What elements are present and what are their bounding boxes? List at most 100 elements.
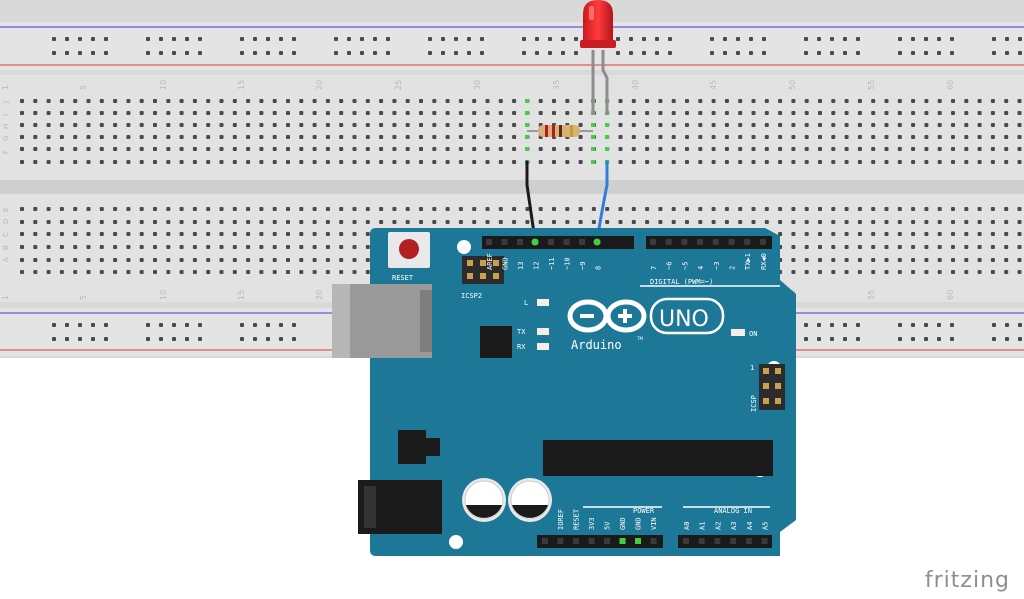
breadboard-hole [445, 147, 450, 151]
breadboard-hole [951, 135, 955, 139]
breadboard-hole [113, 245, 118, 249]
breadboard-hole [990, 160, 995, 164]
breadboard-hole [831, 245, 836, 249]
breadboard-hole [99, 207, 104, 211]
breadboard-hole [339, 111, 344, 115]
uno-text: UNO [659, 307, 709, 332]
breadboard-hole [272, 232, 277, 236]
breadboard-hole [698, 111, 703, 115]
rail-hole [668, 37, 672, 41]
breadboard-hole [778, 135, 783, 139]
breadboard-hole [419, 160, 423, 164]
rail-hole [856, 37, 860, 41]
breadboard-hole [538, 207, 543, 211]
breadboard-hole [113, 99, 118, 103]
led-leg-anode [601, 50, 609, 115]
power-pin-label: IOREF [557, 509, 565, 530]
breadboard-hole [259, 232, 264, 236]
breadboard-hole [179, 270, 184, 274]
breadboard-hole [299, 123, 304, 127]
breadboard-hole [445, 135, 450, 139]
analog-header [678, 535, 772, 548]
breadboard-hole [964, 160, 969, 164]
breadboard-hole [844, 123, 849, 127]
breadboard-hole [658, 123, 663, 127]
breadboard-hole [884, 123, 889, 127]
breadboard-hole [73, 232, 78, 236]
led[interactable] [580, 0, 616, 115]
breadboard-hole [352, 135, 357, 139]
breadboard-hole [126, 258, 131, 262]
breadboard-hole [791, 160, 796, 164]
breadboard-hole [951, 232, 955, 236]
digital-pin-label: TX▶1 [744, 253, 752, 270]
rail-hole [454, 37, 458, 41]
breadboard-hole [897, 232, 902, 236]
breadboard-hole [192, 220, 197, 224]
rail-hole [146, 51, 150, 55]
breadboard-hole [871, 258, 876, 262]
rail-hole [279, 337, 283, 341]
breadboard-hole [192, 147, 197, 151]
breadboard-hole [538, 147, 543, 151]
breadboard-hole [711, 123, 716, 127]
breadboard-hole [113, 232, 118, 236]
breadboard-hole [897, 147, 902, 151]
breadboard-hole [645, 111, 650, 115]
breadboard-hole [804, 220, 809, 224]
rail-hole [159, 37, 163, 41]
breadboard-hole [977, 147, 982, 151]
breadboard-hole [685, 111, 689, 115]
breadboard-hole [20, 99, 24, 103]
breadboard-hole [685, 99, 689, 103]
breadboard-hole [365, 207, 370, 211]
breadboard-hole [764, 160, 769, 164]
breadboard-hole [565, 111, 570, 115]
rail-hole [937, 323, 941, 327]
breadboard-hole [73, 135, 78, 139]
breadboard-hole [645, 147, 650, 151]
breadboard-hole [206, 111, 211, 115]
rail-hole [240, 323, 244, 327]
breadboard-hole [20, 258, 24, 262]
breadboard-hole [911, 160, 916, 164]
breadboard-hole [512, 207, 517, 211]
breadboard-hole [472, 111, 477, 115]
breadboard-hole [272, 147, 277, 151]
rail-hole [856, 337, 860, 341]
breadboard-hole [445, 111, 450, 115]
breadboard-hole [33, 270, 38, 274]
breadboard-hole [192, 245, 197, 249]
top-power-rail [0, 22, 1024, 70]
breadboard-hole [724, 111, 729, 115]
breadboard-hole [286, 160, 290, 164]
breadboard-hole [339, 160, 344, 164]
breadboard-hole [897, 258, 902, 262]
breadboard-hole [20, 245, 24, 249]
rail-hole [1005, 37, 1009, 41]
led-l [537, 299, 549, 306]
breadboard-hole [46, 258, 51, 262]
column-number: 20 [315, 290, 324, 300]
rail-hole [78, 323, 82, 327]
breadboard-hole [618, 160, 623, 164]
rail-hole [334, 51, 338, 55]
breadboard-hole [339, 147, 344, 151]
breadboard-hole [206, 147, 211, 151]
breadboard-hole [791, 111, 796, 115]
breadboard-hole [1004, 160, 1009, 164]
breadboard-hole [698, 220, 703, 224]
breadboard-hole [565, 160, 570, 164]
breadboard-hole [272, 270, 277, 274]
rail-hole [78, 37, 82, 41]
breadboard-hole [897, 270, 902, 274]
breadboard-hole [977, 160, 982, 164]
reset-button-cap[interactable] [399, 239, 419, 259]
breadboard-hole [20, 147, 24, 151]
breadboard-hole [352, 123, 357, 127]
breadboard-hole [166, 270, 171, 274]
resistor[interactable] [527, 125, 593, 137]
breadboard-hole [206, 135, 211, 139]
breadboard-hole [59, 232, 64, 236]
breadboard-hole [166, 123, 171, 127]
